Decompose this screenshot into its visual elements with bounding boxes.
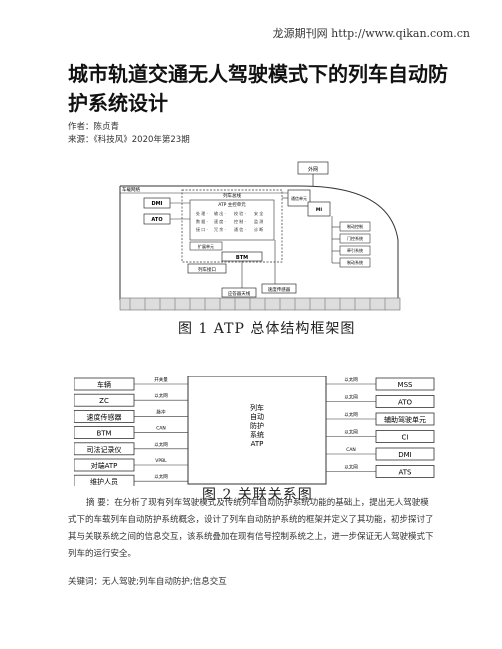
fig2-left-link-label: 以太网 — [154, 441, 168, 448]
abstract: 摘 要：在分析了现有列车驾驶模式及传统列车自动防护系统功能的基础上，提出无人驾驶… — [68, 498, 434, 559]
fig2-left-item: 维护人员 — [90, 477, 118, 486]
figure-2-caption: 图 2 关联关系图 — [202, 487, 313, 503]
svg-text:速 度 ·: 速 度 · — [214, 218, 226, 224]
fig2-left-link-label: 脉冲 — [157, 408, 166, 415]
svg-text:接 口 ·: 接 口 · — [196, 226, 208, 232]
fig2-right-link-label: 以太网 — [344, 376, 358, 383]
fig2-right-item: 辅助驾驶单元 — [384, 415, 426, 424]
article-source: 来源：《科技风》2020年第23期 — [68, 135, 190, 145]
article-author: 作者：陈贞青 — [68, 122, 120, 132]
fig2-left-item: ZC — [99, 397, 109, 405]
fig1-ato: ATO — [151, 217, 162, 223]
fig2-right-item: ATS — [399, 469, 413, 477]
fig2-center-label-line: 列车 — [250, 403, 264, 412]
fig2-left-item: 对端ATP — [91, 461, 118, 470]
fig2-right-item: ATO — [398, 399, 413, 407]
fig1-train-bus: 列车总线 — [223, 192, 241, 199]
fig2-left-item: 司法记录仪 — [87, 445, 122, 454]
keywords: 关键词：无人驾驶;列车自动防护;信息交互 — [68, 577, 227, 587]
fig1-dmi: DMI — [152, 201, 163, 207]
fig1-train-interface: 列车接口 — [198, 266, 216, 273]
svg-text:校 验 ·: 校 验 · — [234, 210, 246, 216]
fig1-sub2: 门控系统 — [347, 235, 363, 241]
fig2-left-link-label: CAN — [156, 426, 166, 432]
fig2-center-label-line: ATP — [251, 440, 264, 448]
fig1-train-net: 车载网络 — [122, 186, 140, 193]
fig2-right-link-label: 以太网 — [344, 464, 358, 471]
fig2-right-item: DMI — [398, 451, 412, 459]
fig1-atp-main: ATP 主控单元 — [218, 201, 246, 208]
svg-text:输 出 ·: 输 出 · — [214, 210, 226, 216]
fig2-left-link-label: 开关量 — [154, 376, 168, 383]
fig1-comm: 通信单元 — [291, 195, 307, 201]
svg-text:诊 断: 诊 断 — [254, 226, 263, 232]
fig2-left-item: BTM — [96, 430, 111, 438]
fig1-sub1: 制动控制 — [347, 223, 363, 229]
fig2-left-link-label: 以太网 — [154, 392, 168, 399]
fig1-sub3: 牵引系统 — [347, 247, 363, 253]
svg-text:通 信 ·: 通 信 · — [234, 226, 246, 232]
fig1-antenna: 应答器天线 — [228, 290, 251, 297]
fig2-center-label-line: 自动 — [250, 412, 264, 421]
fig1-speed-sensor: 速度传感器 — [268, 286, 291, 293]
figure-1-caption: 图 1 ATP 总体结构框架图 — [178, 321, 356, 337]
svg-text:冗 余 ·: 冗 余 · — [214, 226, 226, 232]
svg-text:监 测: 监 测 — [254, 218, 263, 224]
fig1-btm: BTM — [236, 255, 248, 261]
fig1-sub4: 制动系统 — [347, 259, 363, 265]
fig1-external: 外网 — [308, 166, 318, 173]
fig2-left-link-label: 以太网 — [154, 473, 168, 480]
fig2-center-box — [187, 376, 327, 485]
fig2-right-item: CI — [402, 434, 409, 442]
fig2-left-item: 速度传感器 — [87, 412, 122, 421]
fig2-right-link-label: CAN — [346, 447, 356, 453]
svg-text:安 全: 安 全 — [254, 210, 263, 216]
fig2-right-link-label: 以太网 — [344, 411, 358, 418]
article-title: 城市轨道交通无人驾驶模式下的列车自动防护系统设计 — [68, 62, 448, 115]
figure-1-diagram: 外网 车载网络 DMI ATO 列车总线 ATP 主控单元 处 理 · 输 出 ·… — [119, 161, 401, 311]
fig2-left-link-label: VPBL — [155, 458, 167, 464]
fig2-center-label-line: 防护 — [250, 421, 264, 430]
fig1-ext-unit: 扩展单元 — [198, 243, 214, 249]
fig2-right-link-label: 以太网 — [344, 394, 358, 401]
fig2-right-item: MSS — [398, 381, 413, 389]
fig2-left-item: 车辆 — [97, 380, 111, 389]
fig2-right-link-label: 以太网 — [344, 429, 358, 436]
fig2-center-label-line: 系统 — [250, 430, 264, 439]
svg-text:数 据 ·: 数 据 · — [196, 218, 208, 224]
svg-text:控 制 ·: 控 制 · — [234, 218, 246, 224]
fig1-mi: MI — [316, 207, 322, 213]
site-header[interactable]: 龙源期刊网 http://www.qikan.com.cn — [272, 27, 470, 40]
svg-text:处 理 ·: 处 理 · — [196, 210, 208, 216]
